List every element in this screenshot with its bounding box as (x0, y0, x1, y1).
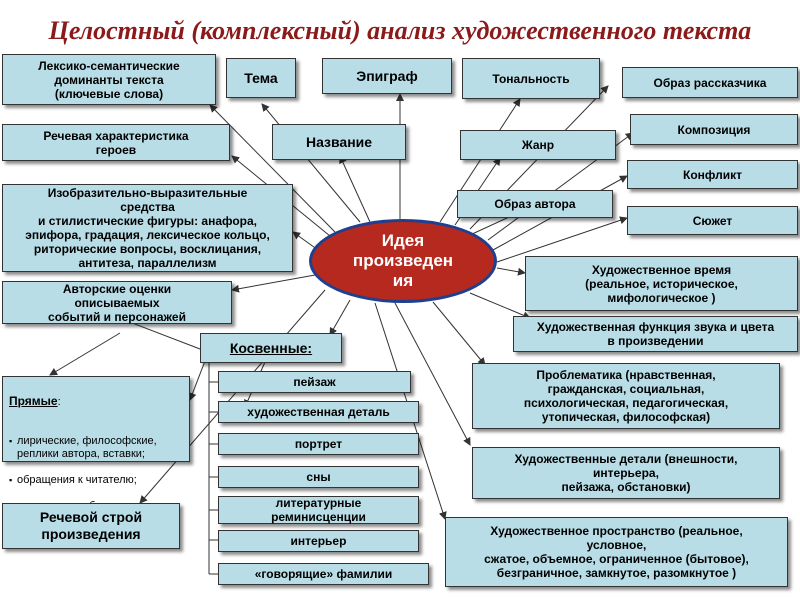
direct-colon: : (57, 396, 61, 408)
speech-structure-box: Речевой строй произведения (2, 503, 180, 549)
theme-box: Тема (226, 58, 296, 98)
narrator-image-box: Образ рассказчика (622, 67, 798, 98)
lexical-dominants-box: Лексико-семантические доминанты текста (… (2, 54, 216, 105)
portrait-box: портрет (218, 433, 419, 455)
indirect-box: Косвенные: (200, 333, 342, 363)
artistic-time-box: Художественное время (реальное, историче… (525, 256, 798, 311)
conflict-box: Конфликт (627, 160, 798, 189)
author-image-box: Образ автора (457, 190, 613, 218)
direct-item: обращения к читателю; (9, 474, 157, 487)
plot-box: Сюжет (627, 206, 798, 235)
artistic-detail-box: художественная деталь (218, 401, 419, 423)
artistic-details-box: Художественные детали (внешности, интерь… (472, 447, 780, 499)
sound-color-box: Художественная функция звука и цвета в п… (513, 316, 798, 352)
interior-box: интерьер (218, 530, 419, 552)
composition-box: Композиция (630, 114, 798, 145)
name-box: Название (272, 124, 406, 160)
speaking-names-box: «говорящие» фамилии (218, 563, 429, 585)
dreams-box: сны (218, 466, 419, 488)
hero-speech-box: Речевая характеристика героев (2, 124, 230, 161)
landscape-box: пейзаж (218, 371, 411, 393)
central-idea-ellipse: Идея произведен ия (309, 219, 497, 303)
direct-item: лирические, философские, реплики автора,… (9, 435, 157, 461)
indirect-label: Косвенные: (229, 339, 313, 356)
tonality-box: Тональность (462, 58, 600, 99)
epigraph-box: Эпиграф (322, 58, 452, 94)
direct-heading: Прямые (9, 394, 58, 408)
expressive-means-box: Изобразительно-выразительные средства и … (2, 184, 293, 272)
problematics-box: Проблематика (нравственная, гражданская,… (472, 363, 780, 429)
artistic-space-box: Художественное пространство (реальное, у… (445, 517, 788, 587)
direct-box: Прямые: лирические, философские, реплики… (2, 376, 190, 513)
page-title: Целостный (комплексный) анализ художеств… (48, 16, 752, 45)
genre-box: Жанр (460, 130, 616, 160)
author-evaluations-box: Авторские оценки описываемых событий и п… (2, 281, 232, 324)
reminiscences-box: литературные реминисценции (218, 496, 419, 524)
